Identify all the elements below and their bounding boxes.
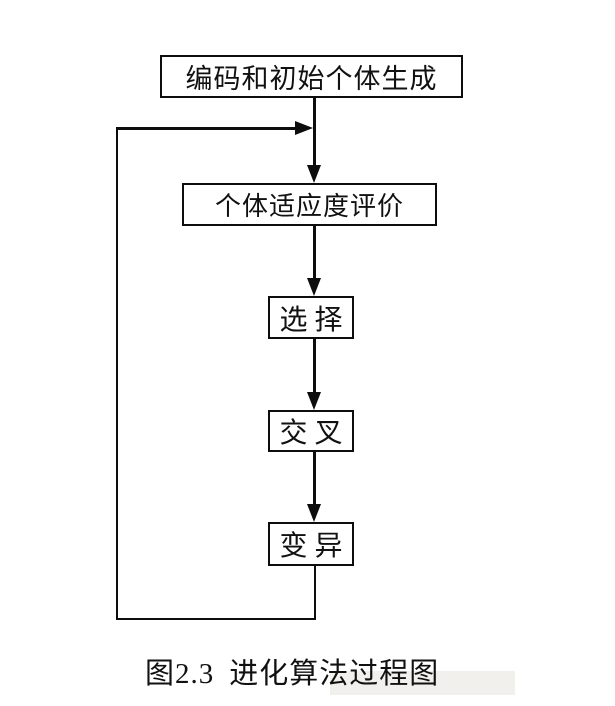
- node-fitness-evaluation-label: 个体适应度评价: [214, 192, 404, 221]
- node-mutation: 变异: [268, 522, 354, 566]
- figure-caption-number: 图2.3: [145, 658, 215, 690]
- feedback-loop-exit-line: [314, 564, 316, 620]
- figure-caption-title: 进化算法过程图: [229, 658, 440, 690]
- arrowhead-down-icon: [307, 392, 321, 410]
- feedback-loop-bottom-line: [116, 618, 316, 620]
- node-encoding: 编码和初始个体生成: [160, 55, 463, 98]
- node-selection-label: 选择: [279, 304, 350, 336]
- scan-artifact: [330, 671, 515, 695]
- node-selection: 选择: [268, 296, 354, 339]
- node-mutation-label: 变异: [279, 531, 350, 562]
- arrowhead-down-icon: [307, 278, 321, 296]
- node-encoding-label: 编码和初始个体生成: [185, 64, 438, 94]
- feedback-loop-top-line: [117, 127, 295, 130]
- edge-encoding-fitness-line: [313, 97, 316, 167]
- arrowhead-down-icon: [307, 504, 321, 522]
- edge-crossover-mutation-line: [313, 451, 316, 506]
- node-fitness-evaluation: 个体适应度评价: [182, 183, 437, 226]
- node-crossover: 交叉: [268, 410, 354, 452]
- arrowhead-down-icon: [307, 165, 321, 183]
- edge-selection-crossover-line: [313, 338, 316, 394]
- feedback-loop-left-line: [116, 127, 118, 620]
- arrowhead-right-icon: [295, 121, 313, 135]
- figure-caption: 图2.3 进化算法过程图: [145, 650, 439, 692]
- edge-fitness-selection-line: [313, 225, 316, 280]
- node-crossover-label: 交叉: [279, 418, 350, 449]
